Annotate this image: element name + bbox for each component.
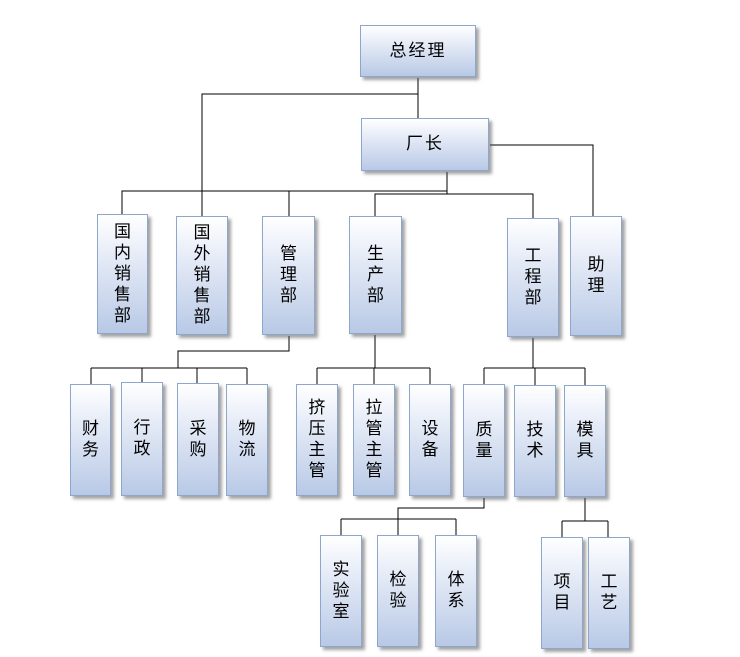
node-laboratory-label: 实验室	[332, 559, 350, 622]
node-inspection-label: 检验	[389, 570, 407, 611]
line-director-assistant	[490, 144, 594, 216]
node-system-label: 体系	[447, 570, 465, 611]
node-foreign-sales-label: 国外销售部	[193, 223, 211, 327]
node-system: 体系	[435, 535, 477, 647]
node-laboratory: 实验室	[320, 535, 362, 647]
node-production: 生产部	[349, 216, 402, 334]
node-purchasing-label: 采购	[189, 418, 207, 460]
node-foreign-sales: 国外销售部	[176, 216, 228, 335]
node-process-label: 工艺	[600, 572, 618, 613]
node-assistant: 助理	[570, 216, 622, 336]
node-factory-director-label: 厂长	[406, 134, 444, 154]
node-quality-label: 质量	[475, 419, 493, 461]
node-ceo-label: 总经理	[389, 40, 447, 61]
node-technology-label: 技术	[526, 420, 544, 461]
node-project-label: 项目	[553, 572, 571, 613]
node-drawing-supervisor-label: 拉管主管	[365, 398, 383, 481]
node-extrusion-supervisor-label: 挤压主管	[308, 398, 326, 481]
node-management-label: 管理部	[280, 244, 297, 306]
node-technology: 技术	[514, 385, 556, 497]
node-logistics: 物流	[226, 384, 268, 496]
node-equipment-label: 设备	[421, 419, 439, 460]
node-factory-director: 厂长	[361, 118, 489, 171]
node-production-label: 生产部	[367, 243, 384, 306]
line-director-right-branch	[374, 191, 448, 216]
line-director-left-branch	[121, 172, 448, 214]
node-purchasing: 采购	[177, 383, 219, 496]
line-ceo-foreign-sales	[201, 93, 418, 216]
node-ceo: 总经理	[360, 25, 476, 77]
node-mold: 模具	[564, 385, 606, 497]
node-equipment: 设备	[409, 384, 451, 496]
node-finance-label: 财务	[82, 419, 99, 460]
node-inspection: 检验	[377, 535, 419, 647]
node-domestic-sales: 国内销售部	[97, 214, 148, 334]
line-director-engineering	[447, 193, 534, 218]
node-quality: 质量	[463, 384, 505, 497]
node-administration-label: 行政	[133, 418, 151, 459]
node-management: 管理部	[262, 216, 315, 335]
node-process: 工艺	[588, 537, 630, 649]
node-logistics-label: 物流	[238, 419, 256, 460]
node-engineering: 工程部	[507, 218, 559, 337]
node-finance: 财务	[70, 384, 111, 496]
node-drawing-supervisor: 拉管主管	[353, 384, 395, 496]
node-extrusion-supervisor: 挤压主管	[296, 384, 338, 496]
node-assistant-label: 助理	[587, 255, 605, 296]
node-mold-label: 模具	[576, 420, 594, 461]
line-quality-sub	[397, 498, 485, 519]
node-administration: 行政	[121, 382, 163, 496]
node-engineering-label: 工程部	[524, 246, 542, 308]
node-domestic-sales-label: 国内销售部	[114, 221, 131, 326]
line-management-sub	[177, 336, 290, 368]
node-project: 项目	[541, 537, 583, 649]
